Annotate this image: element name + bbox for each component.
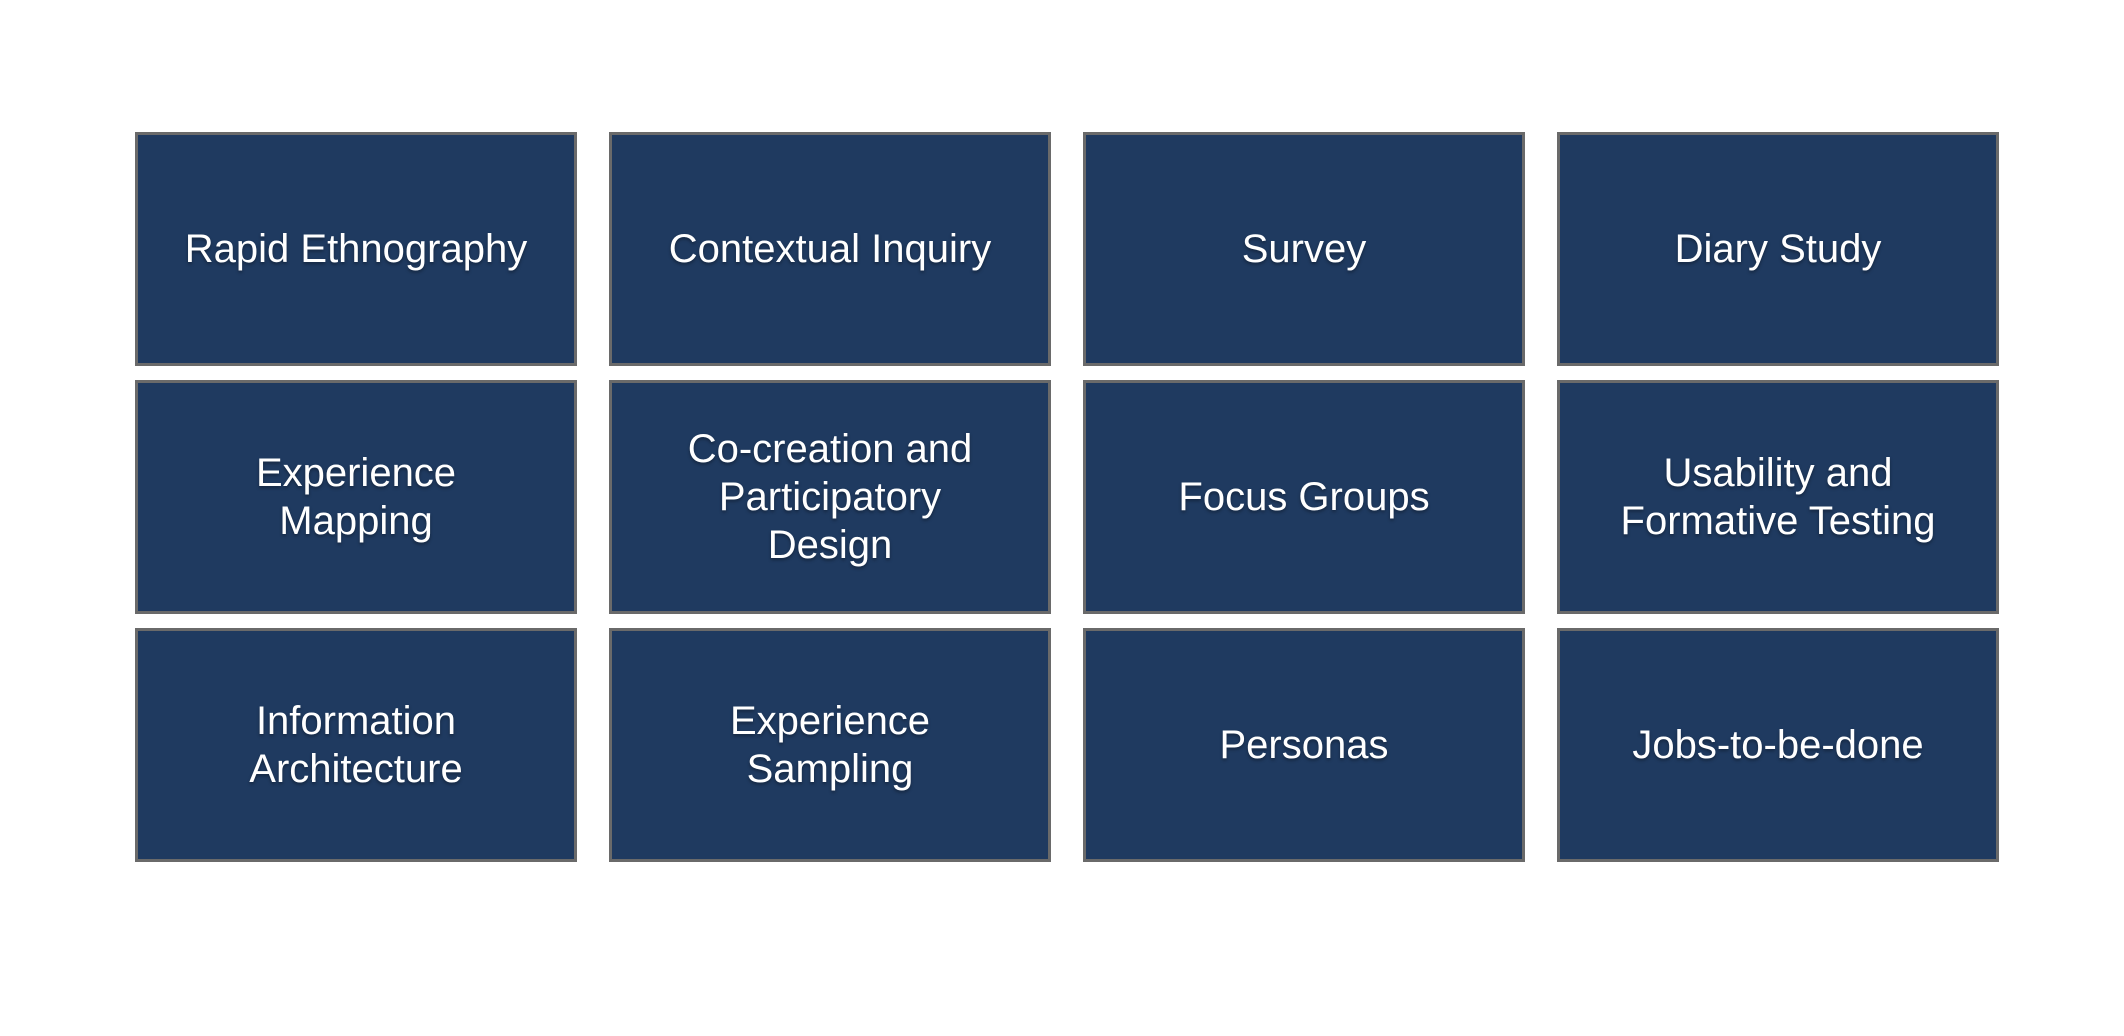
tile-label: Diary Study: [1674, 227, 1882, 271]
tile-label: Experience Mapping: [255, 451, 457, 543]
tile-focus-groups: Focus Groups: [1083, 380, 1525, 614]
tile-information-architecture: Information Architecture: [135, 628, 577, 862]
tile-label: Focus Groups: [1178, 475, 1430, 519]
tile-label: Information Architecture: [249, 699, 463, 791]
tile-experience-sampling: Experience Sampling: [609, 628, 1051, 862]
tile-diary-study: Diary Study: [1557, 132, 1999, 366]
tile-contextual-inquiry: Contextual Inquiry: [609, 132, 1051, 366]
tile-jobs-to-be-done: Jobs-to-be-done: [1557, 628, 1999, 862]
tile-label: Jobs-to-be-done: [1632, 723, 1924, 767]
tile-label: Personas: [1219, 723, 1389, 767]
tile-label: Contextual Inquiry: [668, 227, 992, 271]
tile-personas: Personas: [1083, 628, 1525, 862]
tile-label: Survey: [1241, 227, 1367, 271]
tile-label: Rapid Ethnography: [184, 227, 528, 271]
tile-co-creation-participatory-design: Co-creation and Participatory Design: [609, 380, 1051, 614]
tile-usability-formative-testing: Usability and Formative Testing: [1557, 380, 1999, 614]
tile-label: Experience Sampling: [729, 699, 931, 791]
tile-survey: Survey: [1083, 132, 1525, 366]
tile-label: Usability and Formative Testing: [1620, 451, 1936, 543]
tile-label: Co-creation and Participatory Design: [687, 427, 973, 567]
research-methods-grid: Rapid Ethnography Contextual Inquiry Sur…: [135, 132, 1999, 862]
tile-experience-mapping: Experience Mapping: [135, 380, 577, 614]
tile-rapid-ethnography: Rapid Ethnography: [135, 132, 577, 366]
